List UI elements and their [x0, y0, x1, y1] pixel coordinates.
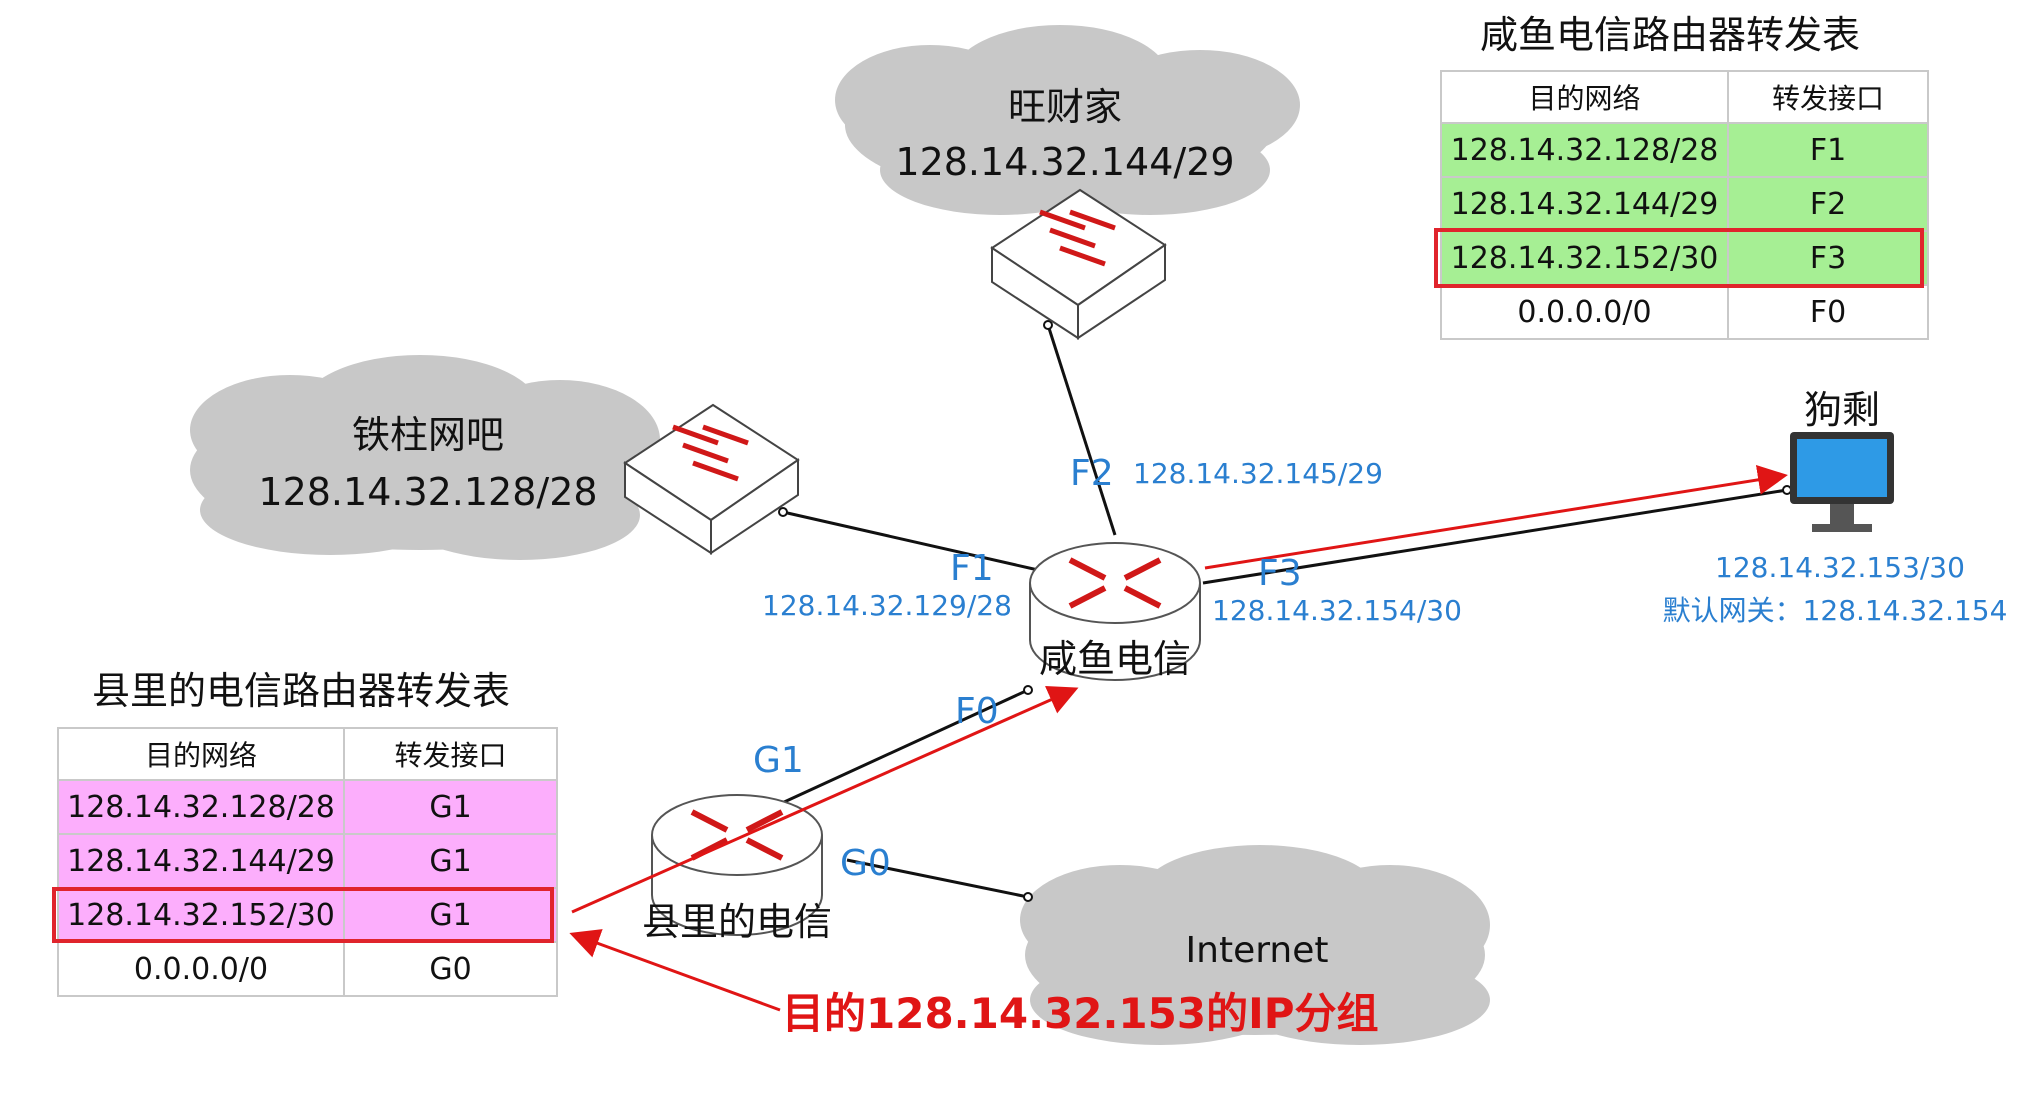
county-forwarding-table: 目的网络 转发接口 128.14.32.128/28 G1 128.14.32.… [57, 727, 558, 997]
table-row: 128.14.32.152/30 G1 [57, 887, 558, 943]
table-row: 128.14.32.128/28 G1 [57, 779, 558, 835]
cloud-internet [1020, 845, 1490, 1045]
column-header: 转发接口 [343, 727, 558, 781]
table-row: 128.14.32.144/29 G1 [57, 833, 558, 889]
link-f1-switch [782, 510, 1039, 572]
column-header: 目的网络 [1440, 70, 1729, 124]
table-cell: 0.0.0.0/0 [57, 941, 345, 997]
county-router-name: 县里的电信 [642, 900, 832, 944]
table-cell: 128.14.32.128/28 [57, 779, 345, 835]
table-cell: 128.14.32.152/30 [57, 887, 345, 943]
highlight-box [1434, 228, 1924, 288]
table-cell: 128.14.32.144/29 [1440, 176, 1729, 232]
table-row: 128.14.32.128/28 F1 [1440, 122, 1929, 178]
table-cell: F3 [1727, 230, 1929, 286]
table-row: 128.14.32.144/29 F2 [1440, 176, 1929, 232]
table-cell: 0.0.0.0/0 [1440, 284, 1729, 340]
computer-icon [1790, 432, 1894, 532]
table-cell: G0 [343, 941, 558, 997]
tiezhu-name: 铁柱网吧 [352, 413, 504, 457]
table-header-row: 目的网络 转发接口 [1440, 70, 1929, 124]
interface-f3-name: F3 [1258, 553, 1302, 594]
link-f3-host [1202, 488, 1788, 585]
column-header: 目的网络 [57, 727, 345, 781]
interface-f1-ip: 128.14.32.129/28 [762, 589, 1012, 622]
county-table-title: 县里的电信路由器转发表 [92, 669, 511, 713]
column-header: 转发接口 [1727, 70, 1929, 124]
table-cell: F0 [1727, 284, 1929, 340]
router-icon [1029, 542, 1201, 681]
table-cell: F2 [1727, 176, 1929, 232]
gousheng-ip: 128.14.32.153/30 [1715, 551, 1965, 584]
tiezhu-subnet: 128.14.32.128/28 [258, 470, 597, 514]
interface-f2-name: F2 [1070, 453, 1114, 494]
xianyu-table-title: 咸鱼电信路由器转发表 [1480, 13, 1861, 57]
router-icon [651, 794, 823, 936]
table-row: 128.14.32.152/30 F3 [1440, 230, 1929, 286]
wangcaijia-subnet: 128.14.32.144/29 [895, 140, 1234, 184]
wangcaijia-name: 旺财家 [1008, 85, 1122, 129]
internet-name: Internet [1186, 930, 1329, 971]
packet-arrow-to-county [571, 686, 1079, 914]
interface-g0-name: G0 [840, 843, 891, 884]
switch-icon [990, 188, 1167, 340]
interface-f2-ip: 128.14.32.145/29 [1133, 457, 1383, 490]
packet-arrow-to-host [1204, 464, 1788, 570]
highlight-box [52, 887, 554, 943]
switch-icon [623, 403, 800, 555]
cloud-tiezhu [190, 355, 660, 560]
interface-f3-ip: 128.14.32.154/30 [1212, 594, 1462, 627]
xianyu-forwarding-table: 目的网络 转发接口 128.14.32.128/28 F1 128.14.32.… [1440, 70, 1929, 340]
gousheng-name: 狗剩 [1804, 388, 1880, 432]
link-f2-switch [1046, 324, 1117, 536]
table-cell: G1 [343, 779, 558, 835]
table-cell: F1 [1727, 122, 1929, 178]
table-header-row: 目的网络 转发接口 [57, 727, 558, 781]
packet-label: 目的128.14.32.153的IP分组 [782, 989, 1379, 1038]
link-f0-g1 [781, 688, 1029, 805]
table-cell: 128.14.32.128/28 [1440, 122, 1729, 178]
table-cell: G1 [343, 833, 558, 889]
packet-path [569, 464, 1788, 1012]
link-g0-internet [846, 858, 1029, 899]
xianyu-router-name: 咸鱼电信 [1039, 637, 1191, 681]
cloud-wangcaijia [835, 25, 1300, 215]
table-row: 0.0.0.0/0 G0 [57, 941, 558, 997]
interface-g1-name: G1 [753, 740, 804, 781]
table-cell: 128.14.32.144/29 [57, 833, 345, 889]
table-row: 0.0.0.0/0 F0 [1440, 284, 1929, 340]
table-cell: G1 [343, 887, 558, 943]
packet-arrow-to-table [569, 929, 781, 1012]
interface-f1-name: F1 [950, 548, 994, 589]
gousheng-gateway: 默认网关：128.14.32.154 [1663, 594, 2008, 627]
links [781, 324, 1788, 899]
table-cell: 128.14.32.152/30 [1440, 230, 1729, 286]
interface-f0-name: F0 [955, 691, 999, 732]
